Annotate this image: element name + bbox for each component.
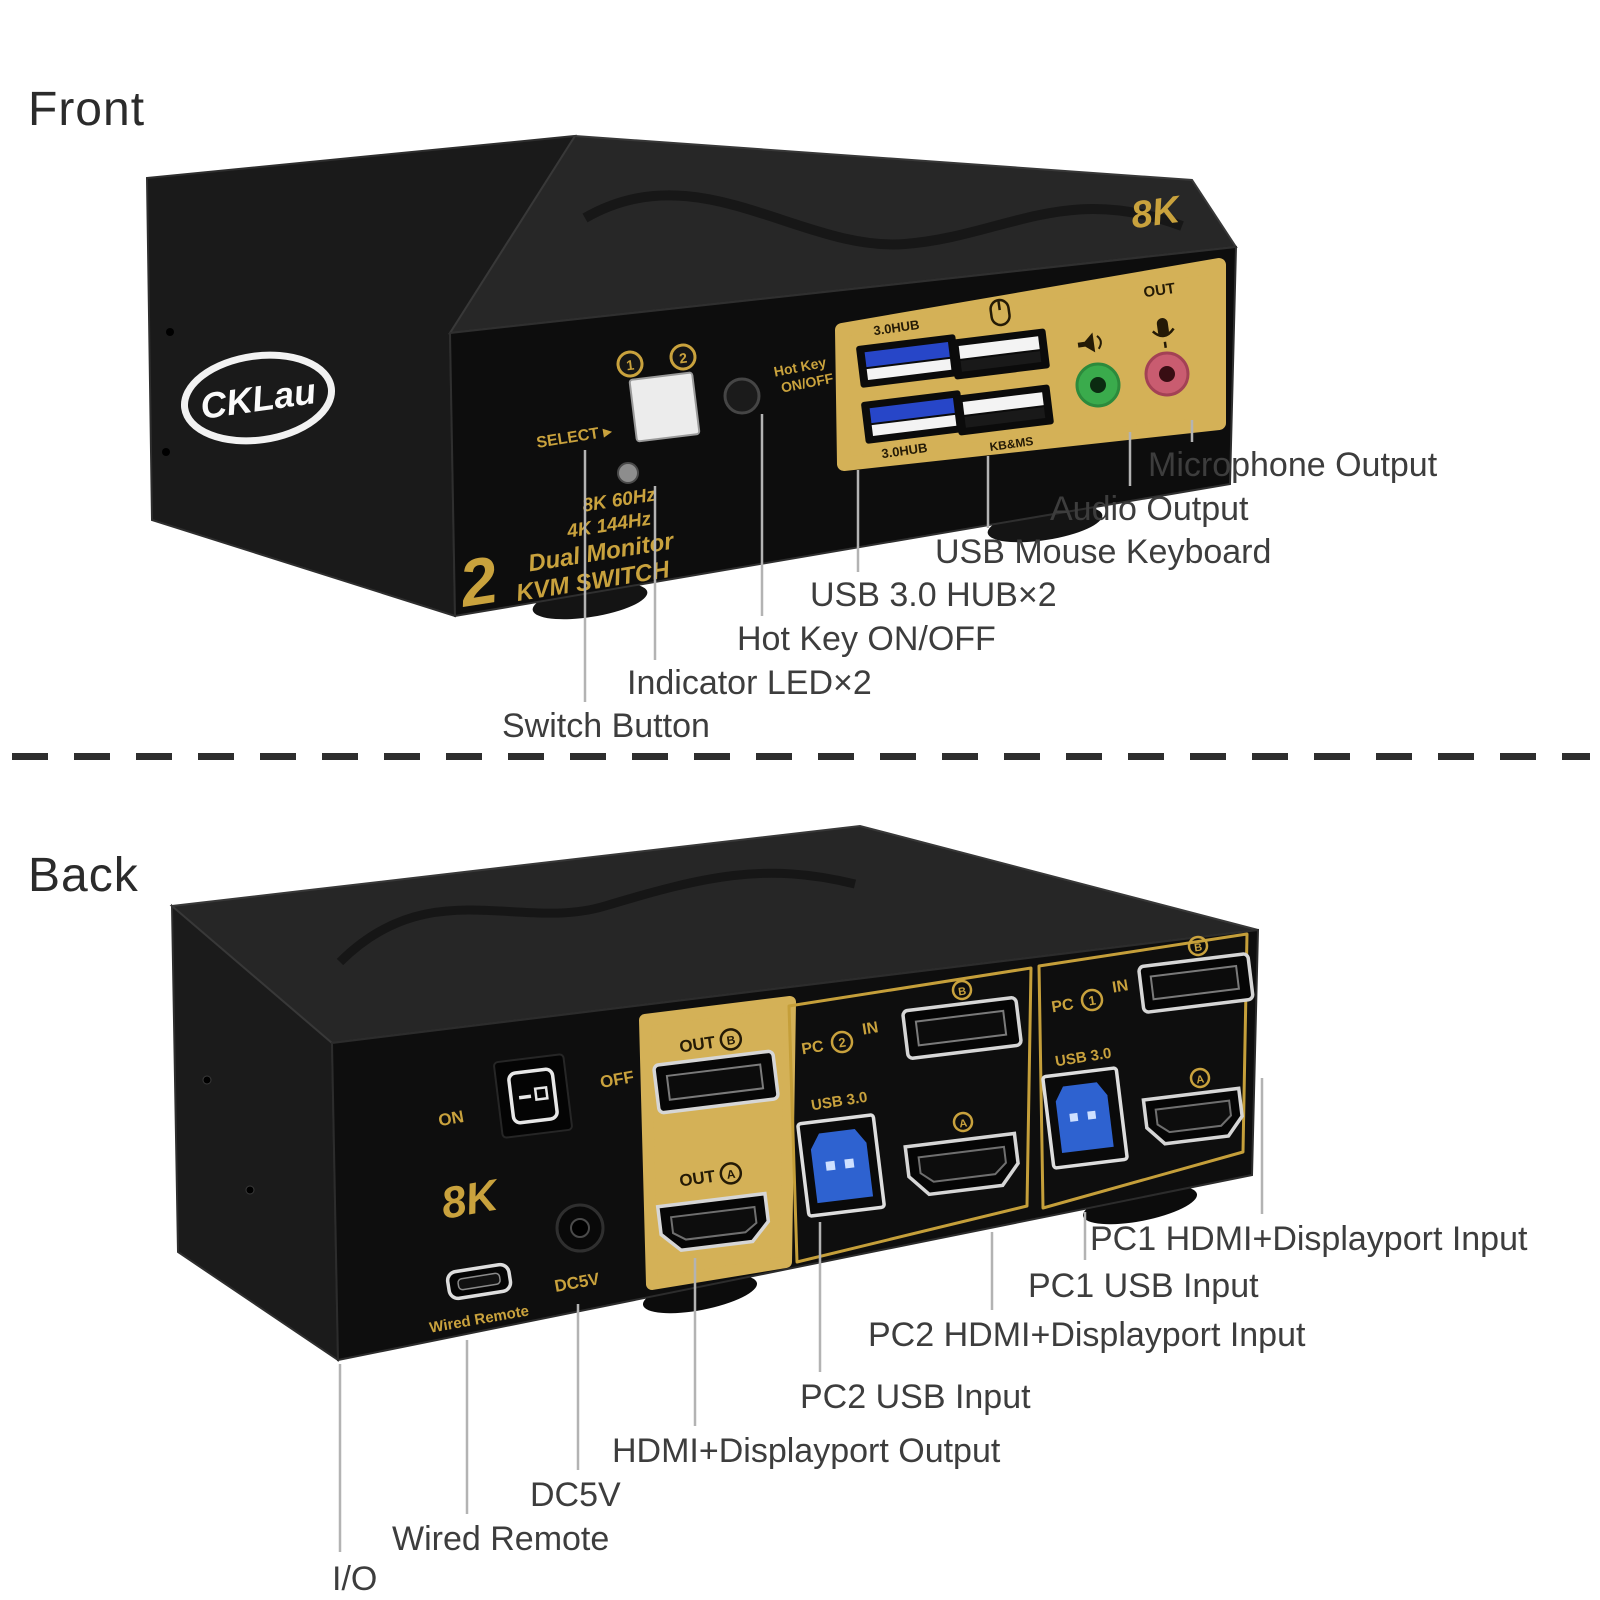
- pc1-in-label: PC 1 IN: [1050, 977, 1129, 1016]
- mic-jack-hole: [1159, 366, 1175, 382]
- speaker-icon: [1077, 332, 1102, 353]
- annotation-io: I/O: [332, 1560, 378, 1598]
- usb2-kbms-port-1: [950, 328, 1050, 380]
- mouse-icon: [989, 298, 1011, 327]
- pc2-usb-port: [796, 1113, 886, 1218]
- svg-text:2: 2: [678, 350, 688, 367]
- front-device: CKLau 1 2 SELECT ▸ Hot Key ON/OFF 8K 60H…: [145, 134, 1238, 621]
- svg-text:IN: IN: [1111, 977, 1129, 996]
- svg-text:2: 2: [837, 1035, 846, 1051]
- annotation-usb-mouse-keyboard: USB Mouse Keyboard: [935, 533, 1272, 571]
- front-top-wave: [582, 190, 1184, 250]
- annotation-pc1-usb-input: PC1 USB Input: [1028, 1267, 1259, 1305]
- annotation-indicator-led: Indicator LED×2: [627, 664, 872, 702]
- front-8k-badge: 8K: [1128, 189, 1184, 238]
- back-section-label: Back: [28, 849, 139, 902]
- front-out-label: OUT: [1143, 280, 1177, 301]
- usb3-hub-port-1: [856, 334, 960, 388]
- annotation-usb3-hub: USB 3.0 HUB×2: [810, 576, 1057, 614]
- back-panel-face: [330, 928, 1260, 1362]
- annotation-switch-button: Switch Button: [502, 707, 710, 745]
- pc2-in-label: PC 2 IN: [800, 1019, 879, 1058]
- on-label: ON: [437, 1107, 465, 1130]
- annotation-pc2-usb-input: PC2 USB Input: [800, 1378, 1031, 1416]
- power-switch: [493, 1053, 573, 1139]
- annotation-wired-remote: Wired Remote: [392, 1520, 610, 1558]
- svg-text:A: A: [726, 1167, 737, 1182]
- svg-text:PC: PC: [800, 1038, 825, 1058]
- pc1-usb-port: [1041, 1066, 1129, 1170]
- screw-hole: [166, 328, 174, 336]
- svg-text:1: 1: [1087, 993, 1096, 1009]
- annotation-pc2-video-input: PC2 HDMI+Displayport Input: [868, 1316, 1306, 1354]
- pc1-hdmi: [1141, 1086, 1244, 1146]
- indicator-led-1: 1: [616, 350, 644, 378]
- annotation-dc5v: DC5V: [530, 1476, 621, 1514]
- annotation-pc1-video-input: PC1 HDMI+Displayport Input: [1090, 1220, 1528, 1258]
- svg-text:A: A: [1196, 1073, 1206, 1086]
- front-section-label: Front: [28, 83, 146, 136]
- audio-jack-hole: [1090, 377, 1106, 393]
- svg-text:OUT: OUT: [678, 1033, 717, 1057]
- pc2-displayport: [901, 996, 1023, 1060]
- back-device: ON OFF OUT B OUT A: [169, 824, 1260, 1362]
- svg-text:A: A: [959, 1117, 969, 1130]
- indicator-led-2: 2: [669, 343, 697, 371]
- usb2-kbms-port-2: [954, 384, 1054, 436]
- hdmi-out: [655, 1191, 771, 1253]
- back-8k-badge: 8K: [438, 1170, 505, 1229]
- pc2-dp-badge: B: [951, 979, 973, 1001]
- hub-label-bottom: 3.0HUB: [880, 440, 928, 461]
- hub-label-top: 3.0HUB: [872, 317, 920, 338]
- svg-text:IN: IN: [861, 1019, 879, 1038]
- back-leader-lines: [338, 1078, 1264, 1552]
- out-a-label: OUT A: [678, 1162, 743, 1191]
- usb3-hub-port-2: [861, 390, 965, 444]
- dc-jack-pin: [570, 1218, 590, 1238]
- section-divider: [12, 753, 1590, 760]
- back-foot-left: [642, 1274, 758, 1314]
- screw-hole: [162, 448, 170, 456]
- pc1-hdmi-badge: A: [1189, 1067, 1211, 1089]
- annotation-video-output: HDMI+Displayport Output: [612, 1432, 1001, 1470]
- pc1-section: [1037, 932, 1249, 1210]
- pc1-displayport: [1137, 952, 1255, 1014]
- svg-text:B: B: [958, 985, 968, 998]
- screw-hole: [245, 1185, 255, 1195]
- back-top-wave: [336, 868, 857, 966]
- svg-text:1: 1: [625, 357, 635, 374]
- microphone-icon: [1151, 318, 1175, 348]
- svg-text:PC: PC: [1050, 996, 1075, 1016]
- svg-text:B: B: [1194, 941, 1204, 954]
- hotkey-button: [723, 377, 761, 415]
- pc2-hdmi-badge: A: [952, 1111, 974, 1133]
- pc1-dp-badge: B: [1187, 935, 1209, 957]
- pc2-hdmi: [903, 1131, 1020, 1197]
- annotation-hotkey: Hot Key ON/OFF: [737, 620, 996, 658]
- status-led: [617, 462, 639, 484]
- front-leader-lines: [583, 414, 1194, 702]
- out-b-label: OUT B: [678, 1028, 743, 1057]
- annotation-microphone-output: Microphone Output: [1148, 446, 1438, 484]
- svg-text:OUT: OUT: [678, 1167, 717, 1191]
- screw-hole: [202, 1075, 212, 1085]
- kbms-label: KB&MS: [989, 434, 1035, 454]
- displayport-out: [652, 1049, 780, 1115]
- wired-remote-port: [445, 1262, 513, 1301]
- annotation-audio-output: Audio Output: [1050, 490, 1249, 528]
- switch-button: [628, 371, 701, 443]
- back-foot-right: [1082, 1185, 1198, 1225]
- pc2-section: [787, 966, 1033, 1264]
- svg-text:B: B: [726, 1033, 737, 1048]
